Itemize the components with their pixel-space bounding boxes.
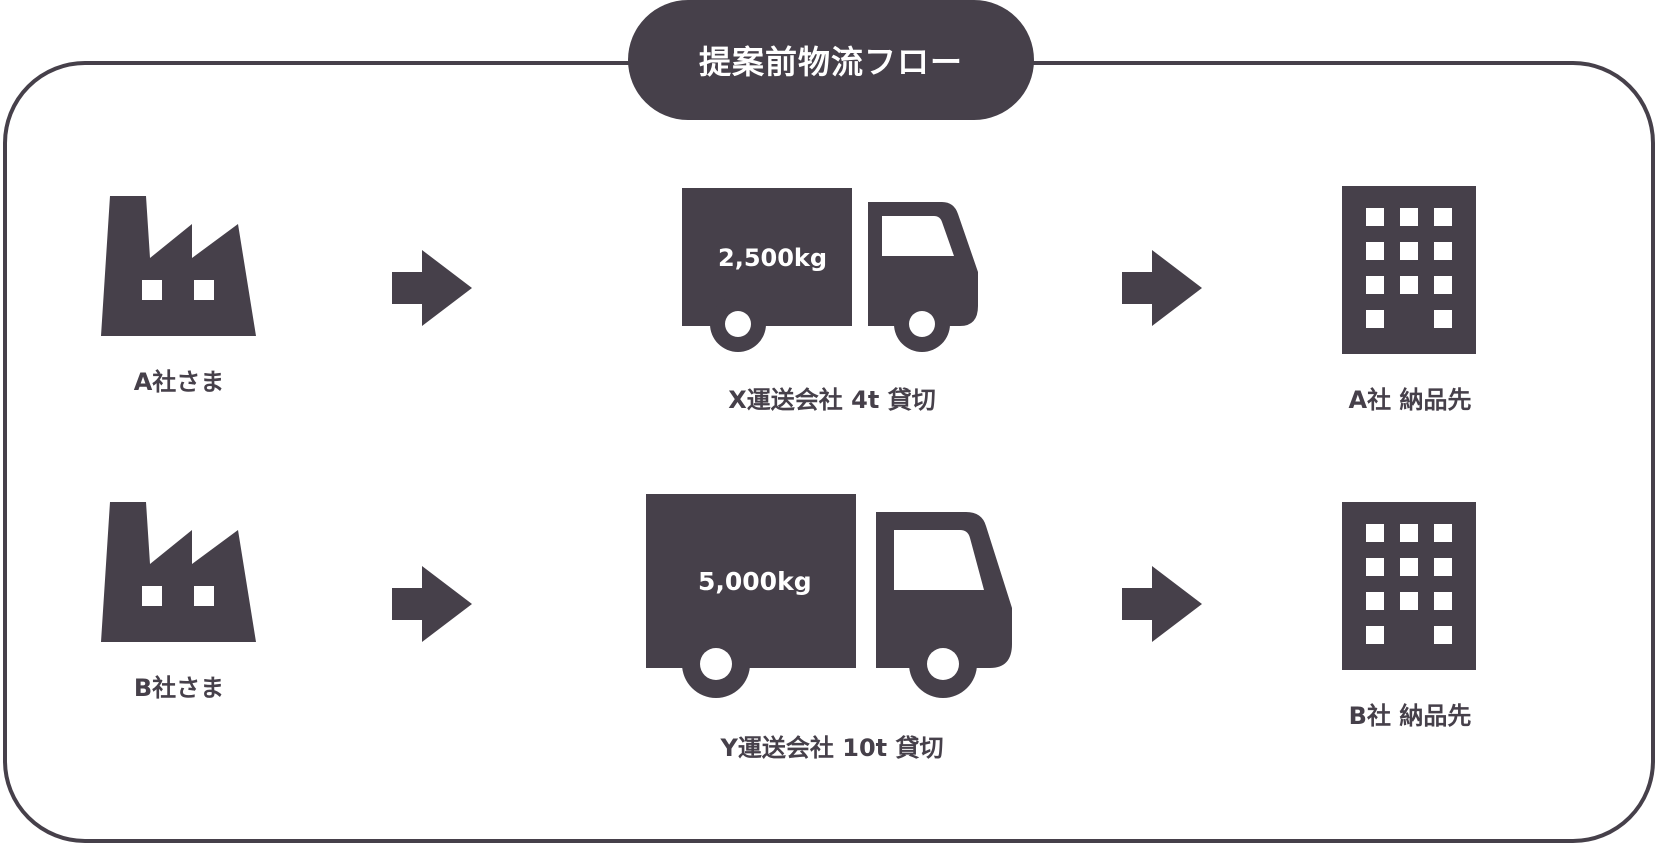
carrier-label-y: Y運送会社 10t 貸切 [720,734,944,762]
truck-icon [646,494,1012,698]
truck-icon [682,188,978,352]
carrier-label-x: X運送会社 4t 貸切 [728,386,936,414]
arrow-right-icon [392,250,472,326]
cargo-weight-x: 2,500kg [718,244,828,272]
origin-label-b: B社さま [133,674,225,702]
destination-label-a: A社 納品先 [1348,386,1472,414]
arrow-right-icon [1122,250,1202,326]
cargo-weight-y: 5,000kg [698,567,812,596]
arrow-right-icon [1122,566,1202,642]
building-icon [1342,186,1476,354]
arrow-right-icon [392,566,472,642]
diagram-title: 提案前物流フロー [628,0,1034,120]
origin-label-a: A社さま [133,368,225,396]
factory-icon [101,196,256,336]
building-icon [1342,502,1476,670]
factory-icon [101,502,256,642]
destination-label-b: B社 納品先 [1348,702,1472,730]
